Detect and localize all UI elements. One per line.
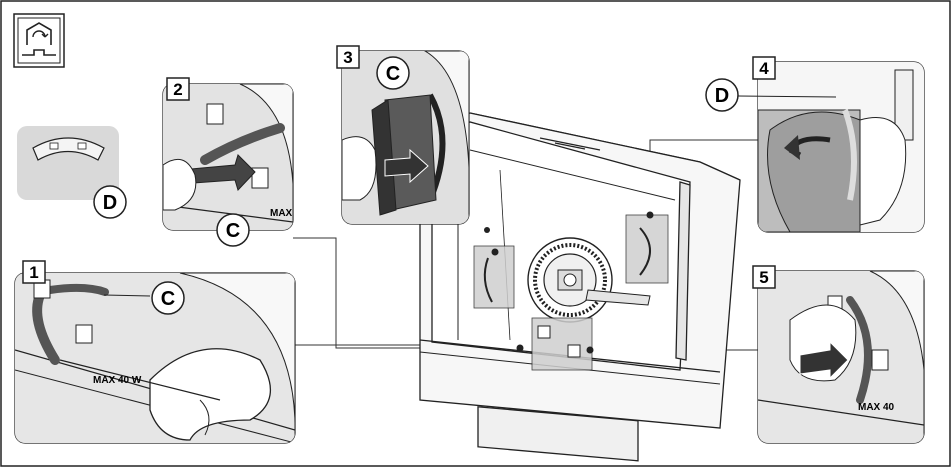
hood-filter-right-highlight <box>625 214 669 284</box>
step-5-max-label: MAX 40 <box>858 402 895 413</box>
part-d-detail: D <box>17 126 127 219</box>
step-3-callout <box>376 56 410 90</box>
step-4-callout <box>705 78 739 112</box>
step-4-number: 4 <box>759 59 769 78</box>
step-1-callout-label: C <box>161 288 175 310</box>
step-3-number: 3 <box>343 48 352 67</box>
recirculation-mode-icon <box>13 13 65 68</box>
step-4-callout-label: D <box>715 85 729 107</box>
fan-wheel <box>527 237 651 323</box>
step-2-max-label: MAX <box>270 208 293 219</box>
connector-dots <box>484 211 654 354</box>
step-2-panel: MAX 2 C <box>162 77 294 247</box>
step-1-panel: MAX 40 W 1 C <box>14 260 296 444</box>
step-4-panel: 4 D <box>705 56 925 233</box>
step-3-callout-label: C <box>386 63 400 85</box>
step-2-callout <box>216 213 250 247</box>
part-d-callout <box>93 185 127 219</box>
step-2-number: 2 <box>173 80 182 99</box>
part-d-label: D <box>103 192 117 214</box>
hood-filter-left-highlight <box>473 245 515 309</box>
step-1-max-label: MAX 40 W <box>93 375 142 386</box>
step-1-number: 1 <box>29 263 38 282</box>
step-5-panel: MAX 40 5 <box>752 265 925 444</box>
step-1-callout <box>151 281 185 315</box>
step-5-number: 5 <box>759 268 768 287</box>
step-2-callout-label: C <box>226 220 240 242</box>
step-3-panel: 3 C <box>336 45 470 225</box>
